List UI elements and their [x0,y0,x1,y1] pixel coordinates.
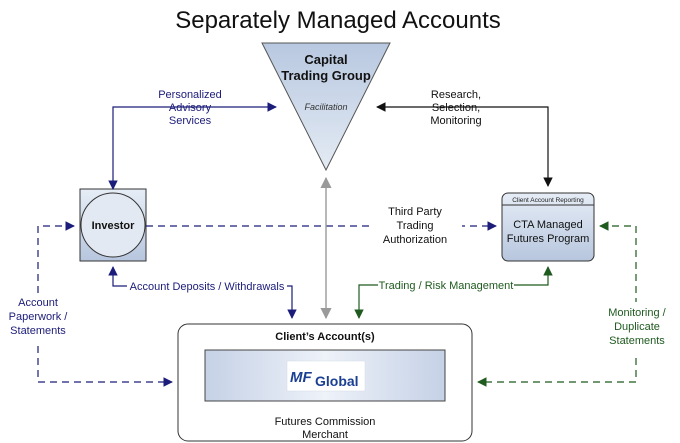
ctg-title-line2: Trading Group [281,68,371,83]
cta-program-node: Client Account Reporting CTA Managed Fut… [501,192,595,262]
svg-text:Advisory: Advisory [169,102,212,114]
svg-text:Services: Services [169,115,212,127]
paperwork-label: Account Paperwork / Statements [9,297,69,337]
svg-text:Duplicate: Duplicate [614,321,660,333]
mf-global-logo: MF Global [286,360,366,392]
svg-text:Paperwork /: Paperwork / [9,311,69,323]
svg-text:Research,: Research, [431,89,481,101]
monitoring-label: Monitoring / Duplicate Statements [608,307,666,347]
svg-text:Personalized: Personalized [158,89,222,101]
client-account-footer-line2: Merchant [302,429,348,441]
trading-risk-connector [354,266,553,319]
svg-text:Selection,: Selection, [432,102,480,114]
mf-logo-mark: MF [290,369,312,386]
diagram-title: Separately Managed Accounts [175,7,501,34]
svg-text:Monitoring /: Monitoring / [608,307,666,319]
client-account-node: Client’s Account(s) MF Global Futures Co… [177,323,473,442]
investor-node: Investor [79,188,147,262]
ctg-triangle-shape [261,42,391,172]
cta-title-line1: CTA Managed [513,219,583,231]
ctg-subtitle: Facilitation [304,102,347,112]
third-party-label: Third Party Trading Authorization [383,206,447,246]
svg-text:Trading: Trading [397,220,434,232]
svg-text:Statements: Statements [10,325,66,337]
trading-risk-label: Trading / Risk Management [379,280,514,292]
cta-title-line2: Futures Program [507,233,590,245]
client-account-title: Client’s Account(s) [275,331,375,343]
svg-text:Account: Account [18,297,58,309]
advisory-connector [108,102,277,190]
cta-header-label: Client Account Reporting [512,197,584,204]
deposits-label: Account Deposits / Withdrawals [130,281,285,293]
advisory-label: Personalized Advisory Services [158,89,222,127]
capital-trading-group-node: Capital Trading Group Facilitation [261,42,391,172]
svg-text:Third Party: Third Party [388,206,442,218]
client-account-footer-line1: Futures Commission [275,416,376,428]
research-label: Research, Selection, Monitoring [430,89,481,127]
svg-text:Authorization: Authorization [383,234,447,246]
mf-logo-word: Global [315,373,359,389]
research-connector [376,102,553,187]
ctg-title-line1: Capital [304,52,347,67]
svg-text:Monitoring: Monitoring [430,115,481,127]
svg-text:Statements: Statements [609,335,665,347]
investor-label: Investor [92,220,136,232]
